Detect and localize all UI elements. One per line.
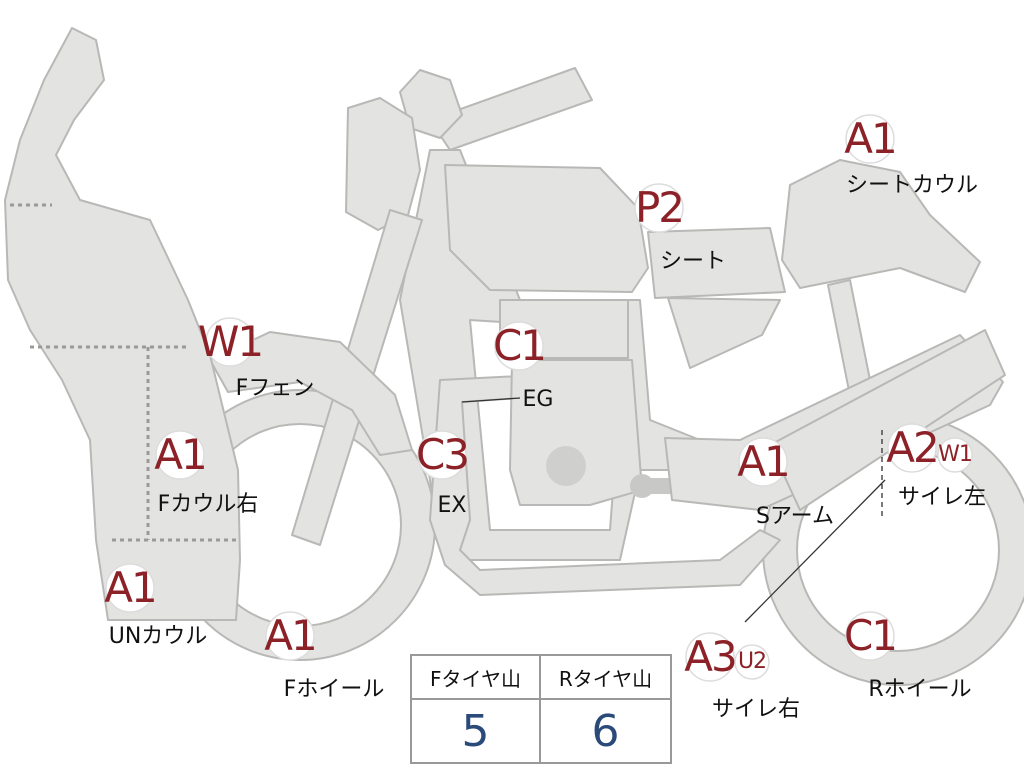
grade-un-cowl: A1 <box>104 563 157 612</box>
label-silencer-left: サイレ左 <box>897 485 987 510</box>
label-f-cowl-right: Fカウル右 <box>157 492 259 517</box>
label-silencer-right: サイレ右 <box>711 697 801 722</box>
engine-body <box>509 359 643 506</box>
silencer <box>769 329 1006 511</box>
seat-underside <box>667 297 781 369</box>
rear-tire-value: 6 <box>591 705 620 757</box>
grade-silencer-right-sub: U2 <box>737 649 767 674</box>
rear-tire-header: Rタイヤ山 <box>541 656 670 700</box>
grade-r-wheel: C1 <box>843 611 898 660</box>
label-seat: シート <box>659 249 727 274</box>
grade-circle-un-cowl <box>105 563 155 613</box>
leader-line-silencer-right <box>744 479 886 623</box>
label-f-wheel: Fホイール <box>283 677 385 702</box>
grade-swing-arm: A1 <box>737 437 790 486</box>
grade-circle-r-wheel <box>845 611 895 661</box>
grade-f-cowl-right: A1 <box>154 430 207 479</box>
label-exhaust: EX <box>437 493 467 518</box>
label-un-cowl: UNカウル <box>108 624 208 649</box>
grade-circle-f-cowl-right <box>155 430 205 480</box>
grade-circle-exhaust <box>417 430 467 480</box>
front-fender <box>209 331 413 456</box>
fuel-tank <box>444 164 649 293</box>
grade-circle-seat-cowl <box>845 114 895 164</box>
grade-circle-silencer-right-sub <box>734 644 770 680</box>
grade-circle-silencer-left <box>887 423 937 473</box>
grade-silencer-left-sub: W1 <box>938 442 973 467</box>
label-seat-cowl: シートカウル <box>845 173 979 198</box>
grade-seat-cowl: A1 <box>844 114 897 163</box>
grade-seat: P2 <box>634 183 685 232</box>
label-swing-arm: Sアーム <box>756 504 834 529</box>
grade-exhaust: C3 <box>415 430 470 479</box>
grade-circle-seat <box>634 183 684 233</box>
seat-cowl <box>781 159 981 293</box>
grade-silencer-right: A3 <box>684 632 737 681</box>
handlebar <box>429 67 593 151</box>
grade-f-wheel: A1 <box>264 611 317 660</box>
grade-circle-silencer-left-sub <box>937 437 973 473</box>
grade-f-fender: W1 <box>197 317 264 366</box>
leader-line-exhaust <box>461 397 521 403</box>
grade-circle-f-fender <box>205 317 255 367</box>
grade-silencer-left: A2 <box>886 423 939 472</box>
grade-circle-f-wheel <box>265 611 315 661</box>
front-tire-header: Fタイヤ山 <box>412 656 541 700</box>
tire-tread-table: Fタイヤ山 Rタイヤ山 5 6 <box>410 654 672 764</box>
seat <box>647 227 786 299</box>
grade-engine: C1 <box>492 321 547 370</box>
grade-circle-silencer-right <box>685 632 735 682</box>
label-engine: EG <box>522 387 554 412</box>
grade-circle-swing-arm <box>738 437 788 487</box>
label-r-wheel: Rホイール <box>868 677 972 702</box>
headlight <box>345 97 421 231</box>
engine-cover <box>546 446 586 486</box>
grade-circle-engine <box>494 321 544 371</box>
cowl-seam-middle <box>30 345 190 540</box>
front-tire-value: 5 <box>412 700 541 762</box>
label-f-fender: Fフェン <box>235 376 315 401</box>
